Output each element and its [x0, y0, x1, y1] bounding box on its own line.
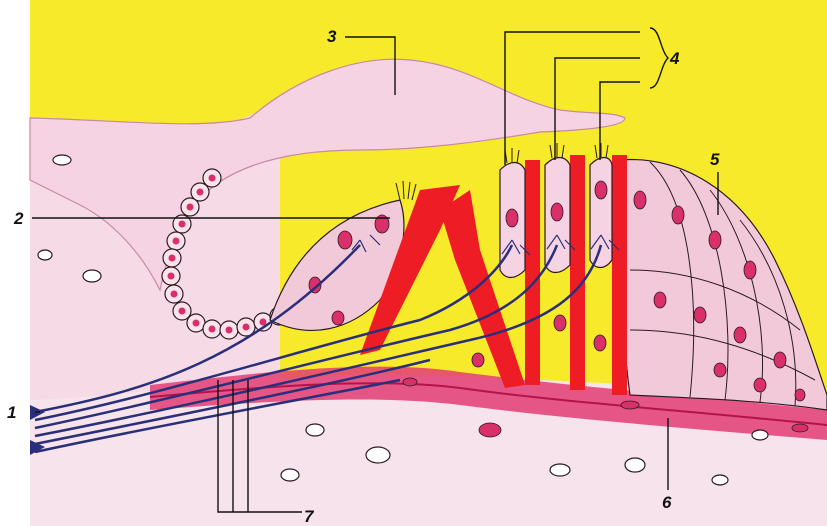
label-7: 7 [304, 507, 315, 526]
label-4: 4 [669, 49, 680, 68]
label-2: 2 [13, 209, 24, 228]
label-1: 1 [7, 403, 16, 422]
label-6: 6 [662, 493, 672, 512]
label-5: 5 [710, 150, 720, 169]
label-3: 3 [327, 27, 337, 46]
left-white-margin [0, 0, 30, 526]
